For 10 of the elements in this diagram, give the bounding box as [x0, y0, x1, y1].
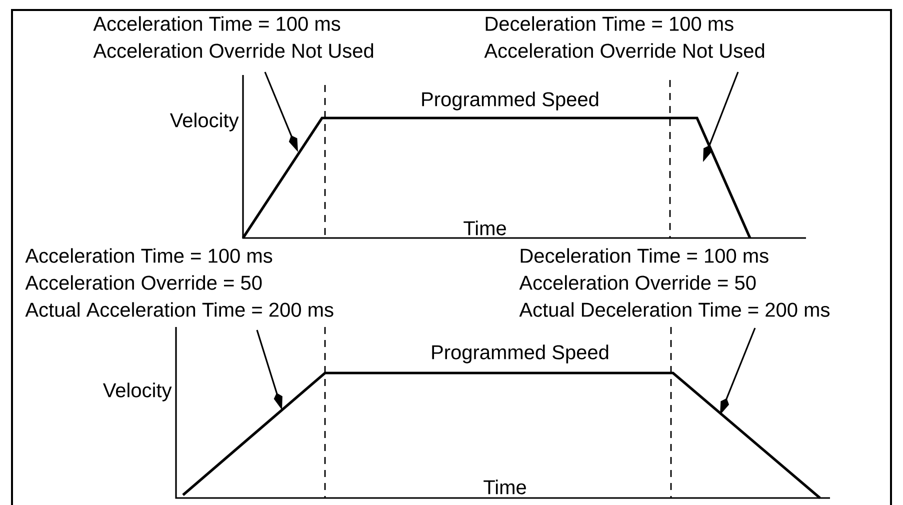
axis-label: Time [484, 480, 526, 494]
axis-label: Velocity [102, 382, 172, 402]
callout-text: Acceleration Time = 100 ms Acceleration Override Not Used [93, 16, 374, 58]
axis-label: Time [464, 220, 506, 236]
curve-label: Programmed Speed [422, 92, 598, 110]
callout-text: Deceleration Time = 100 ms Acceleration Override = 50 Actual Deceleration Time = 200 ms [519, 248, 830, 317]
curve-label: Programmed Speed [432, 344, 608, 364]
axis-label: Velocity [170, 112, 239, 132]
callout-text: Acceleration Time = 100 ms Acceleration Override = 50 Actual Acceleration Time = 200 ms [25, 248, 334, 317]
callout-text: Deceleration Time = 100 ms Acceleration Override Not Used [484, 16, 764, 58]
